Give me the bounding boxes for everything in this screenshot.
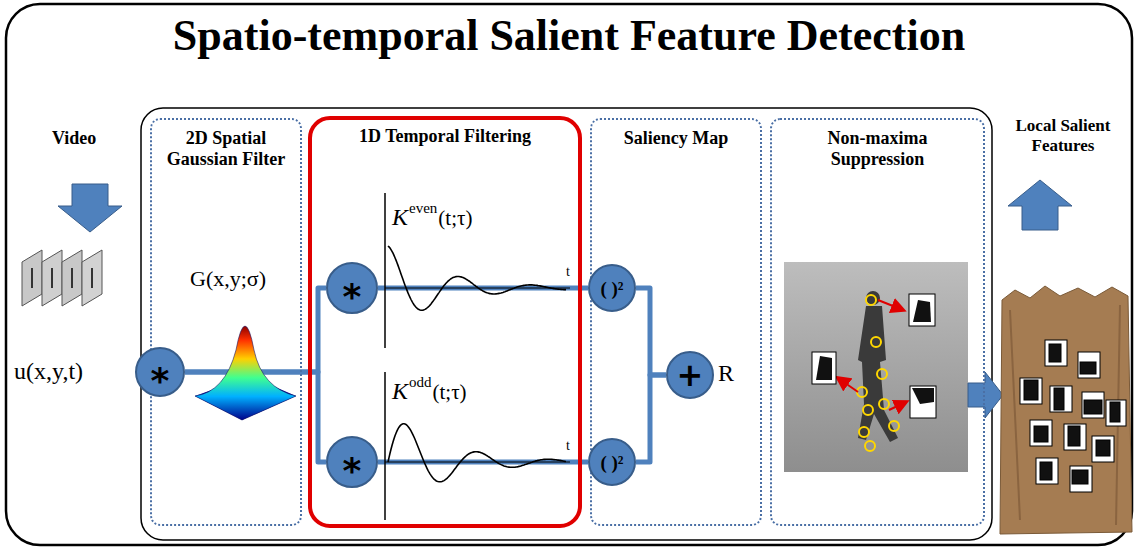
highlight-panel: 1D Temporal Filtering * * (308, 116, 582, 528)
operator-symbol: ( )² (600, 453, 623, 472)
up-arrow (1008, 180, 1072, 230)
kernel-superscript: odd (409, 374, 432, 391)
kernel-argument: (t;τ) (433, 380, 467, 404)
panel-heading: Saliency Map (624, 128, 729, 149)
convolution-circle: * (326, 436, 378, 488)
square-operator: ( )² (588, 438, 636, 486)
operator-symbol: * (343, 279, 362, 315)
convolution-circle: * (135, 347, 185, 397)
kernel-plots (385, 193, 570, 520)
panel-heading: Non-maxima Suppression (813, 128, 943, 169)
pedestrian-photo (784, 262, 968, 472)
signal-wire (636, 288, 666, 375)
signal-wire (636, 375, 666, 462)
operator-symbol: * (343, 453, 362, 489)
kernel-symbol: K (392, 204, 408, 232)
down-arrow (58, 184, 122, 232)
output-name: R (718, 360, 734, 388)
operator-symbol: ( )² (600, 279, 623, 298)
feature-bag (1000, 286, 1132, 534)
kernel-superscript: even (409, 200, 437, 217)
inner-frame (141, 108, 992, 540)
right-arrow (968, 372, 1003, 418)
output-label: Local Salient Features (993, 116, 1133, 155)
outer-frame (6, 4, 1132, 545)
panel-heading: 1D Temporal Filtering (359, 126, 531, 147)
convolution-circle: * (326, 262, 378, 314)
operator-symbol: * (151, 363, 170, 399)
axis-label: t (566, 264, 570, 280)
signal-name: u(x,y,t) (14, 358, 83, 386)
filter-name: G(x,y;σ) (190, 266, 266, 291)
kernel-symbol: K (392, 378, 408, 406)
panel-heading: 2D Spatial Gaussian Filter (156, 128, 296, 169)
input-label: Video (52, 128, 96, 149)
diagram-title: Spatio-temporal Salient Feature Detectio… (0, 12, 1138, 60)
operator-symbol: + (677, 359, 704, 391)
kernel-argument: (t;τ) (438, 206, 472, 230)
axis-label: t (566, 438, 570, 454)
process-panel: 2D Spatial Gaussian Filter * (150, 118, 302, 526)
process-panel: Saliency Map ( )² ( )² + (590, 118, 762, 526)
sum-operator: + (666, 351, 714, 399)
video-frames (22, 250, 102, 306)
gaussian-surface (195, 326, 296, 420)
square-operator: ( )² (588, 264, 636, 312)
process-panel: Non-maxima Suppression (770, 118, 985, 526)
